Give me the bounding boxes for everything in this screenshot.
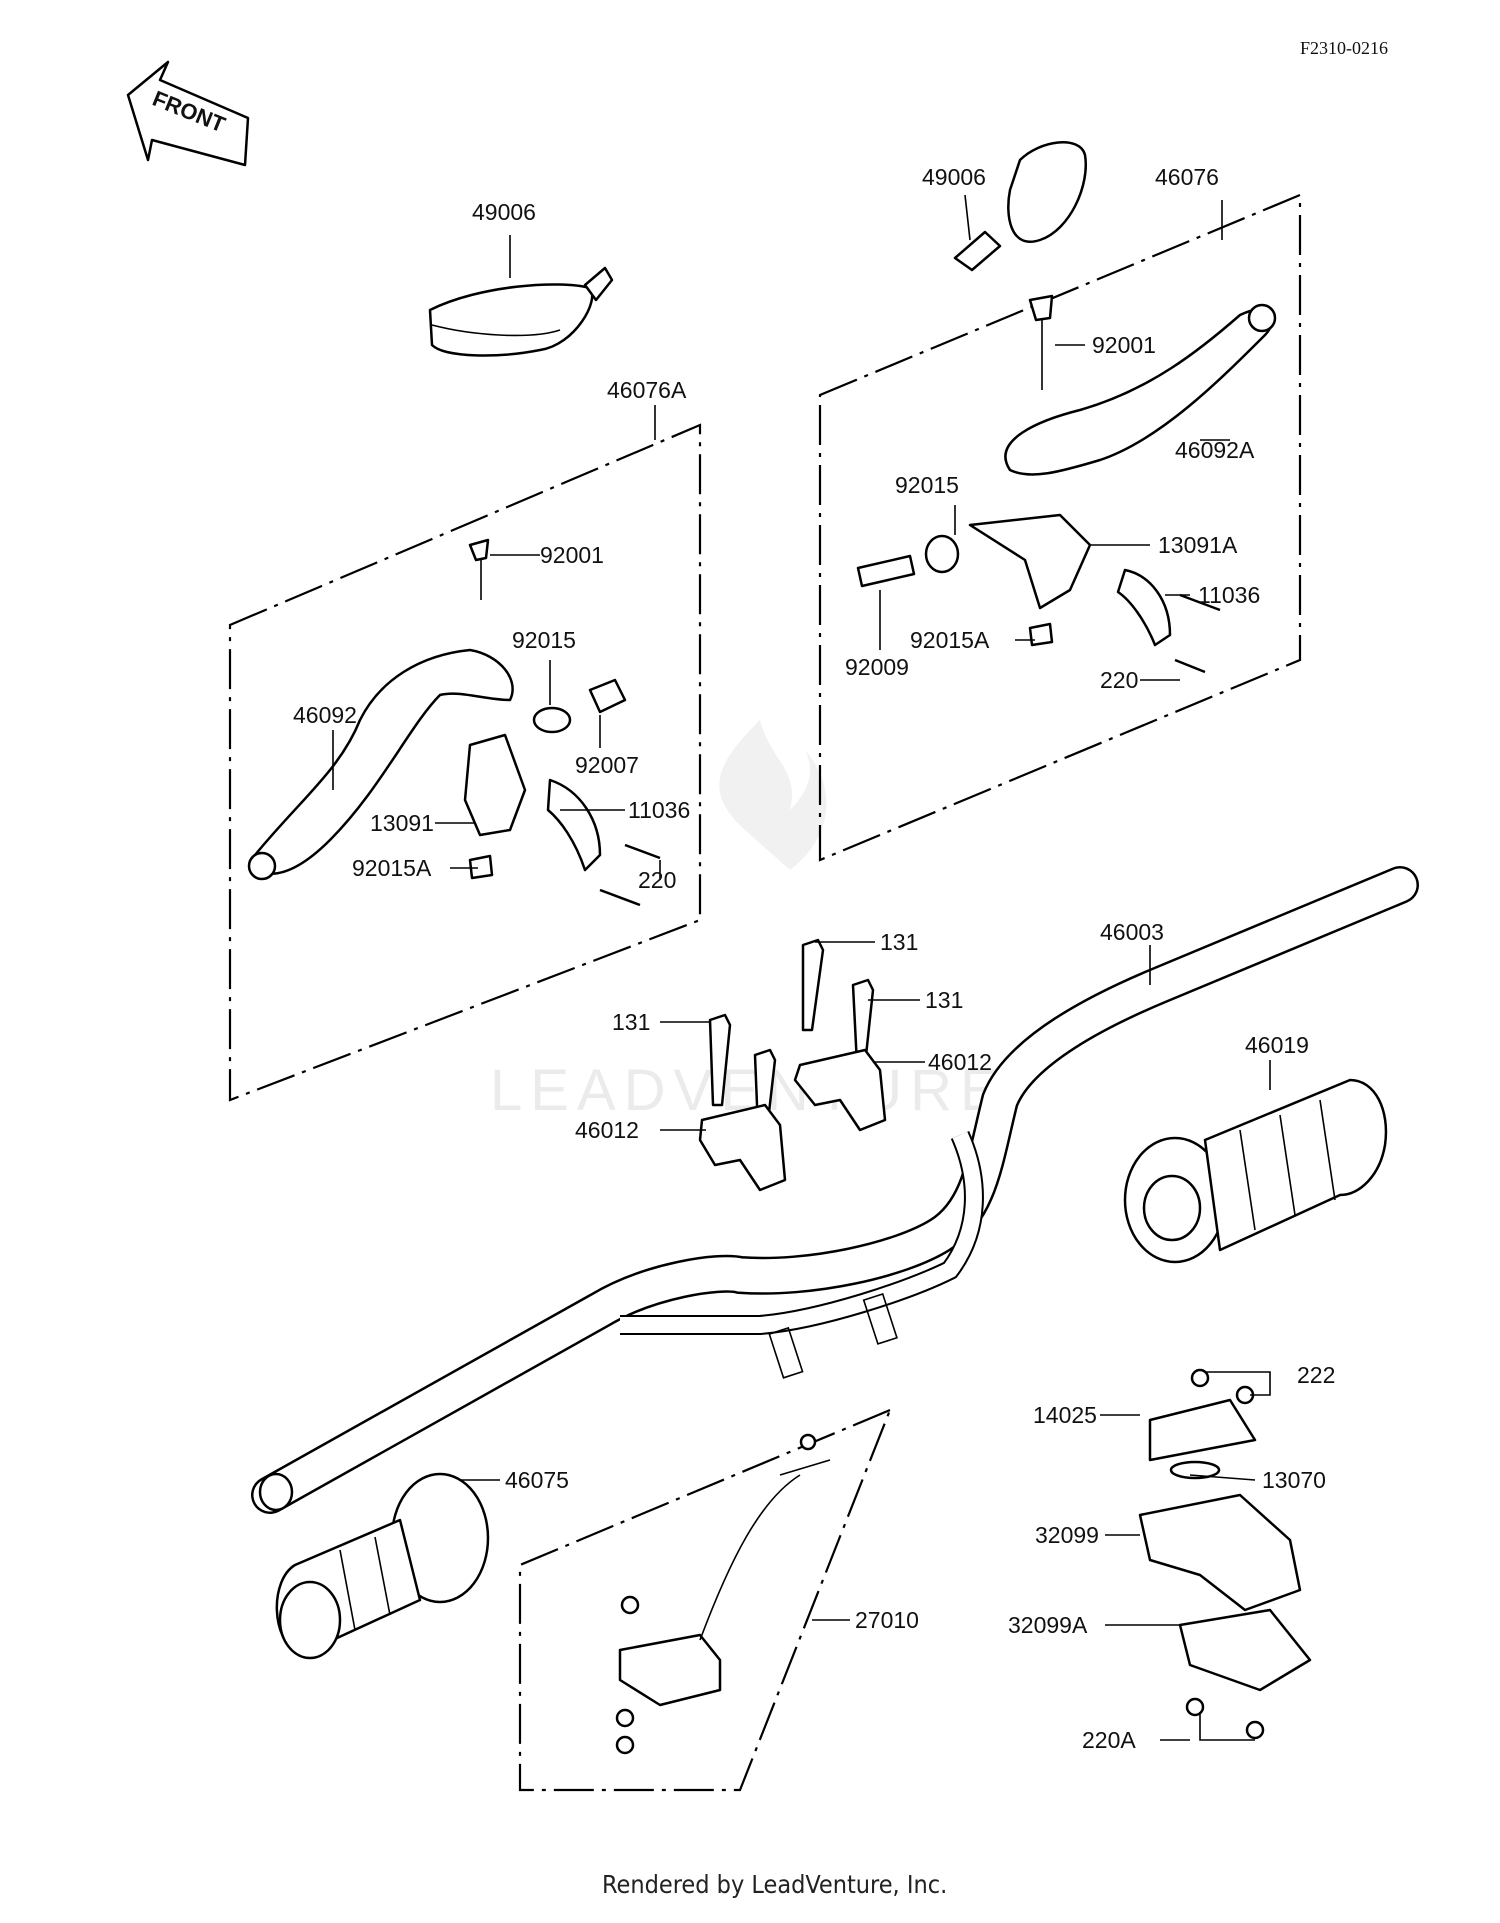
label-92015A-left: 92015A — [352, 855, 432, 881]
reference-code: F2310-0216 — [1300, 38, 1388, 58]
left-lever-assembly — [247, 538, 661, 907]
nut-92015A-right — [1028, 622, 1054, 647]
adjuster-92007 — [588, 678, 627, 714]
label-92015-left: 92015 — [512, 627, 576, 653]
label-11036-left: 11036 — [628, 797, 690, 823]
ring-13070 — [1169, 1460, 1221, 1480]
bolt-92001-right — [1028, 294, 1054, 322]
label-46076A: 46076A — [607, 377, 687, 403]
clamp-11036-right — [1116, 568, 1172, 647]
holder-13091A — [968, 513, 1092, 610]
label-222: 222 — [1297, 1362, 1335, 1388]
throttle-assembly — [1138, 1368, 1312, 1741]
label-131-b: 131 — [925, 987, 963, 1013]
clamps-46012 — [698, 1048, 887, 1192]
label-49006-right: 49006 — [922, 164, 986, 190]
label-46092: 46092 — [293, 702, 357, 728]
housing-32099 — [1138, 1493, 1302, 1612]
nut-92015A-left — [468, 854, 494, 880]
label-46012-b: 46012 — [575, 1117, 639, 1143]
adjuster-92015-right — [924, 534, 960, 574]
lever-assembly-right-box — [818, 193, 1302, 862]
label-27010: 27010 — [855, 1607, 919, 1633]
footer-credit: Rendered by LeadVenture, Inc. — [602, 1870, 947, 1899]
adjuster-92015-left — [532, 706, 572, 734]
label-46075: 46075 — [505, 1467, 569, 1493]
label-92007: 92007 — [575, 752, 639, 778]
label-46092A: 46092A — [1175, 437, 1255, 463]
mirror-left — [428, 235, 614, 357]
holder-13091 — [463, 733, 527, 837]
adjuster-92009 — [856, 554, 916, 588]
label-92001-left: 92001 — [540, 542, 604, 568]
clamp-11036-left — [546, 778, 602, 872]
front-arrow: FRONT — [126, 60, 250, 167]
label-131-c: 131 — [612, 1009, 650, 1035]
label-46019: 46019 — [1245, 1032, 1309, 1058]
label-220-left: 220 — [638, 867, 676, 893]
bolt-92001-left — [468, 538, 490, 562]
leader-lines — [332, 344, 1271, 1741]
label-46012-a: 46012 — [928, 1049, 992, 1075]
part-labels: 49006 49006 46076 46076A 92001 46092A 92… — [293, 164, 1335, 1753]
label-13091A: 13091A — [1158, 532, 1238, 558]
label-32099: 32099 — [1035, 1522, 1099, 1548]
label-131-a: 131 — [880, 929, 918, 955]
cover-14025 — [1148, 1398, 1257, 1462]
label-14025: 14025 — [1033, 1402, 1097, 1428]
switch-27010 — [615, 1433, 831, 1755]
label-92015A-right: 92015A — [910, 627, 990, 653]
label-220A: 220A — [1082, 1727, 1136, 1753]
label-92015-right: 92015 — [895, 472, 959, 498]
label-46003: 46003 — [1100, 919, 1164, 945]
switch-assembly-box — [518, 1407, 892, 1792]
label-13091: 13091 — [370, 810, 434, 836]
watermark: LEADVENTURE — [490, 720, 999, 1123]
label-11036-right: 11036 — [1198, 582, 1260, 608]
watermark-flame-icon — [719, 720, 827, 870]
right-lever-assembly — [856, 294, 1277, 674]
label-92001-right: 92001 — [1092, 332, 1156, 358]
handlebar-46003 — [251, 866, 1419, 1514]
label-32099A: 32099A — [1008, 1612, 1088, 1638]
label-13070: 13070 — [1262, 1467, 1326, 1493]
grip-46075 — [275, 1472, 490, 1660]
grip-46019 — [1123, 1078, 1388, 1264]
label-49006-left: 49006 — [472, 199, 536, 225]
mirror-right — [953, 141, 1088, 272]
label-92009: 92009 — [845, 654, 909, 680]
label-220-right: 220 — [1100, 667, 1138, 693]
label-46076: 46076 — [1155, 164, 1219, 190]
lever-46092 — [253, 648, 514, 875]
housing-32099A — [1178, 1608, 1312, 1692]
